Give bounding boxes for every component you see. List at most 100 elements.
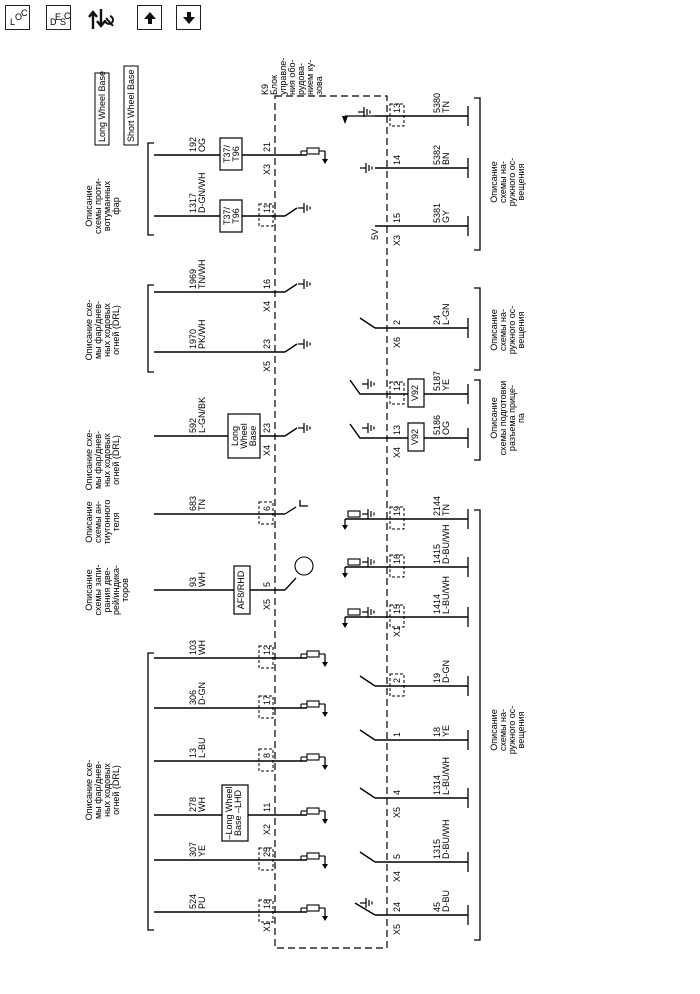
switch-symbol (284, 283, 298, 293)
desc-button[interactable]: D E S C (46, 5, 71, 30)
wire-number: 5380 (432, 93, 442, 113)
wire-number: 2144 (432, 496, 442, 516)
module-k9: K9 Блок управле- ния обо- рудова- нием к… (260, 58, 388, 949)
switch-symbol (359, 317, 376, 329)
loc-icon-c: C (21, 8, 28, 18)
pin-number: 15 (392, 213, 402, 223)
connector-id: X3 (262, 164, 272, 175)
driver-arrow (322, 916, 328, 921)
pin-number: 4 (392, 790, 402, 795)
driver-arrow (322, 712, 328, 717)
svg-text:рания две-: рания две- (102, 567, 112, 612)
svg-text:вещения: вещения (516, 163, 526, 200)
pin-frame (389, 103, 405, 127)
driver-arrow (322, 819, 328, 824)
svg-text:нием ку-: нием ку- (305, 60, 315, 95)
arrow-up-button[interactable] (137, 5, 162, 30)
legend-short: Short Wheel Base (126, 69, 136, 142)
connector-id: X1 (262, 921, 272, 932)
svg-text:ружного ос-: ружного ос- (507, 706, 517, 755)
pin-number: 24 (392, 902, 402, 912)
wire-color: WH (197, 572, 207, 587)
desc-icon-s: S (60, 17, 67, 27)
pin-frame (258, 645, 274, 669)
wire-number: 18 (432, 727, 442, 737)
wire-color: TN/WH (197, 260, 207, 290)
wire-color: L-GN/BK (197, 397, 207, 433)
svg-text:огней (DRL): огней (DRL) (111, 765, 121, 815)
driver-resistor (306, 650, 320, 658)
driver-resistor (306, 904, 320, 912)
switch-symbol (359, 851, 376, 863)
module-text: T96 (231, 208, 241, 224)
driver-arrow (342, 623, 348, 628)
loc-icon-l: L (10, 17, 16, 27)
svg-text:управле-: управле- (278, 58, 288, 95)
module-text: T37/ (222, 206, 232, 225)
svg-text:па: па (516, 413, 526, 423)
connector-id: X6 (392, 337, 402, 348)
pin-frame (389, 554, 405, 578)
wire-color: BN (441, 152, 451, 165)
module-text: AF8/RHD (236, 570, 246, 609)
wire-color: GY (441, 210, 451, 223)
pin-number: 13 (392, 425, 402, 435)
wire-number: 1314 (432, 775, 442, 795)
svg-text:Описание: Описание (489, 161, 499, 202)
wire-color: D-GN (441, 660, 451, 683)
pin-number: 14 (392, 155, 402, 165)
pin-frame (389, 673, 405, 697)
arrow-down-button[interactable] (176, 5, 201, 30)
svg-text:Описание схе-: Описание схе- (84, 300, 94, 361)
pin-frame (258, 203, 274, 227)
svg-text:Описание: Описание (489, 709, 499, 750)
svg-text:огней (DRL): огней (DRL) (111, 305, 121, 355)
svg-text:Описание: Описание (489, 309, 499, 350)
wrench-arrows-icon[interactable] (86, 4, 116, 34)
wire-number: 278 (188, 797, 198, 812)
svg-text:схемы проти-: схемы проти- (93, 178, 103, 234)
connector-id: X3 (392, 235, 402, 246)
driver-arrow (342, 525, 348, 530)
switch-symbol (284, 207, 298, 217)
connector-id: X5 (262, 361, 272, 372)
module-text: –Long Wheel (224, 786, 234, 839)
wire-color: L-GN (441, 303, 451, 325)
connector-id: X4 (392, 447, 402, 458)
switch-symbol (284, 500, 308, 515)
switch-symbol (359, 675, 376, 687)
wire-color: TN (441, 101, 451, 113)
loc-button[interactable]: L O C (5, 5, 30, 30)
pin-number: 6 (262, 506, 272, 511)
wire-number: 1970 (188, 329, 198, 349)
wire-color: D-BU/WH (441, 525, 451, 565)
legend-long: Long Wheel Base (97, 71, 107, 142)
wire-color: PU (197, 896, 207, 909)
wire-number: 13 (188, 748, 198, 758)
module-v92-lower: V92 (407, 422, 425, 452)
pin-number: 17 (262, 695, 272, 705)
module-t37-lower: T37/T96 (219, 199, 243, 233)
wire-number: 592 (188, 418, 198, 433)
module-text: Base –LHD (233, 789, 243, 836)
svg-text:ния обо-: ния обо- (287, 59, 297, 95)
wire-color: TN (197, 499, 207, 511)
pin-number: 21 (262, 142, 272, 152)
driver-arrow (322, 662, 328, 667)
pin-frame (258, 695, 274, 719)
